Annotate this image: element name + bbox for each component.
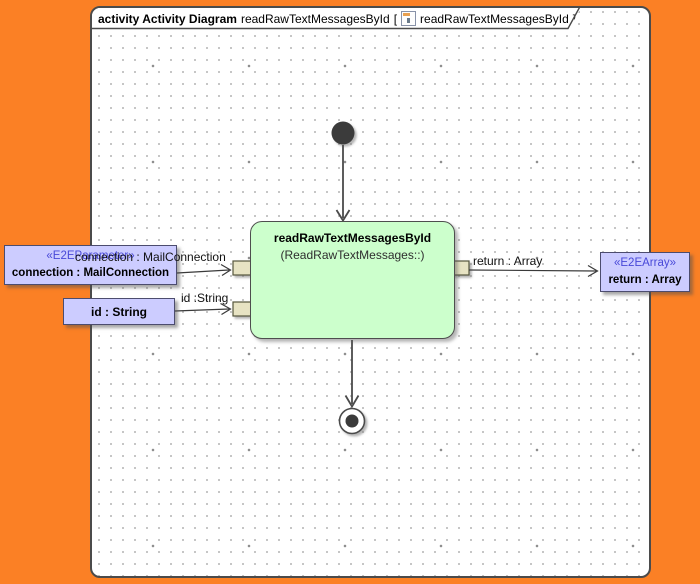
edge-label-connection: connection : MailConnection xyxy=(75,250,226,264)
activity-name: readRawTextMessagesById xyxy=(273,231,432,245)
frame-bracket-open: [ xyxy=(393,11,398,26)
frame-diagram-name: readRawTextMessagesById xyxy=(240,11,390,26)
frame-keyword: activity Activity Diagram xyxy=(98,11,237,26)
activity-diagram-icon-bar xyxy=(403,13,410,16)
activity-diagram-icon-stem xyxy=(407,18,410,23)
stereotype-e2earray: «E2EArray» xyxy=(613,257,676,269)
result-box-return: «E2EArray» return : Array xyxy=(600,252,690,292)
activity-node: readRawTextMessagesById (ReadRawTextMess… xyxy=(250,221,455,339)
parameter-id-label: id : String xyxy=(91,304,147,319)
parameter-connection-label: connection : MailConnection xyxy=(11,267,170,279)
frame-title-tab: activity Activity Diagram readRawTextMes… xyxy=(92,8,581,29)
stereotype-e2eparameter: «E2EParameter» xyxy=(46,250,135,262)
parameter-box-connection: «E2EParameter» connection : MailConnecti… xyxy=(4,245,177,285)
result-return-label: return : Array xyxy=(608,274,682,286)
edge-label-return: return : Array xyxy=(473,254,543,268)
parameter-box-id: id : String xyxy=(63,298,175,325)
frame-ref-name: readRawTextMessagesById xyxy=(420,11,569,26)
activity-diagram-icon xyxy=(401,11,416,26)
edge-label-id: id :String xyxy=(181,291,229,305)
activity-qualifier: (ReadRawTextMessages::) xyxy=(280,248,425,262)
